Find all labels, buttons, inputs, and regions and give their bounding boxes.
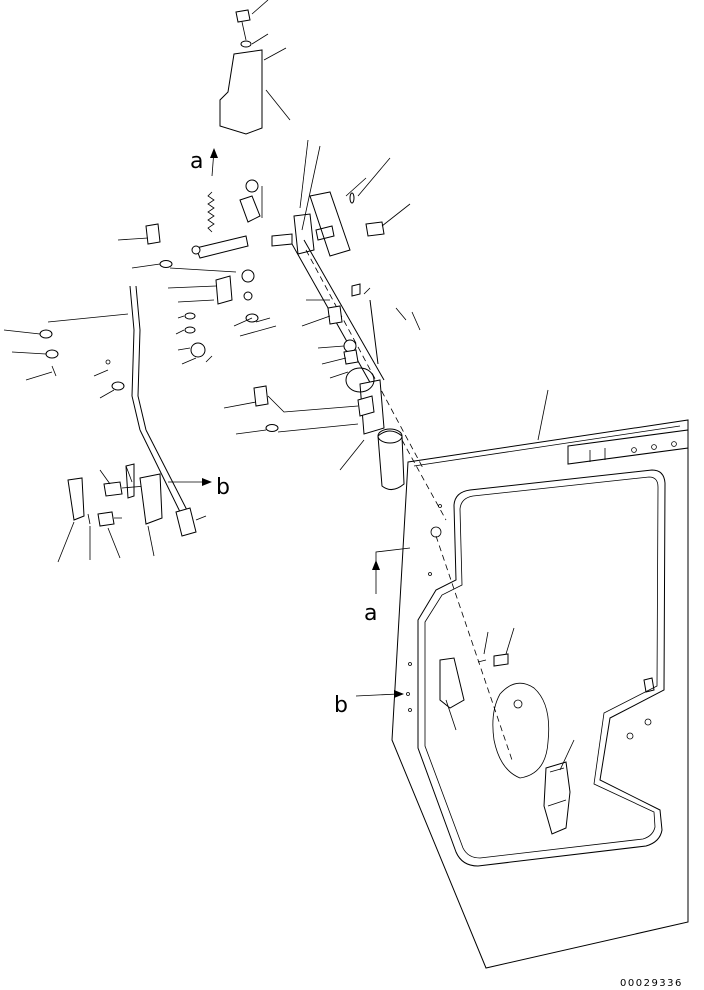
callout-a-top: a bbox=[190, 149, 203, 174]
drawing-number: 00029336 bbox=[620, 978, 683, 989]
middle-lock-assembly bbox=[3, 223, 385, 471]
callout-a-door: a bbox=[364, 601, 377, 626]
upper-bracket-assembly bbox=[191, 0, 421, 387]
callout-arrows bbox=[168, 148, 575, 771]
lower-lever-assembly bbox=[57, 429, 207, 563]
assembly-dashed-lines bbox=[305, 249, 513, 761]
callout-b-top: b bbox=[216, 475, 230, 500]
callout-b-door: b bbox=[334, 693, 348, 718]
door-panel bbox=[377, 419, 689, 969]
